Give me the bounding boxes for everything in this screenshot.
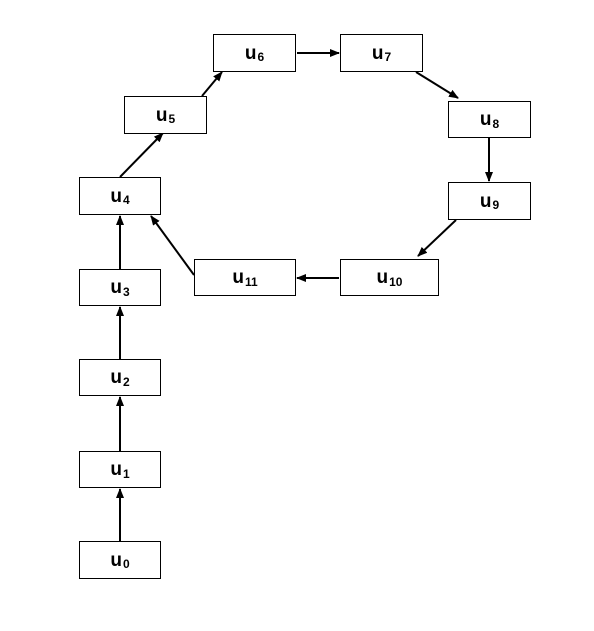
node-u5-base: u (155, 104, 168, 126)
node-u6-subscript: 6 (257, 50, 265, 64)
node-u7-base: u (371, 42, 384, 64)
node-u4-base: u (110, 185, 122, 207)
node-u8-subscript: 8 (492, 116, 500, 131)
edge-group (116, 49, 493, 541)
node-u2-base: u (110, 367, 122, 388)
node-u6-base: u (244, 42, 257, 64)
node-u11-base: u (232, 267, 244, 288)
node-u10-subscript: 10 (389, 274, 403, 289)
node-u1-base: u (110, 459, 122, 480)
node-u9-subscript: 9 (492, 198, 500, 212)
edge-u9-to-u10 (417, 219, 457, 257)
node-u0-base: u (110, 549, 122, 571)
edge-u11-to-u4 (150, 215, 195, 276)
node-u0-subscript: 0 (122, 557, 130, 571)
node-u11-subscript: 11 (244, 274, 258, 289)
node-u8-base: u (479, 109, 492, 130)
node-u7-subscript: 7 (384, 50, 392, 64)
edge-u5-to-u6 (201, 71, 223, 97)
edge-u7-to-u8 (415, 71, 459, 99)
node-u2-subscript: 2 (122, 374, 130, 389)
node-u4-subscript: 4 (122, 193, 130, 207)
node-u3-base: u (110, 277, 122, 298)
node-u10-base: u (376, 267, 389, 288)
node-u9-base: u (479, 190, 492, 212)
node-u1-subscript: 1 (122, 466, 130, 481)
node-u3-subscript: 3 (122, 284, 130, 299)
node-u5-subscript: 5 (168, 112, 176, 126)
edge-u4-to-u5 (119, 132, 164, 178)
